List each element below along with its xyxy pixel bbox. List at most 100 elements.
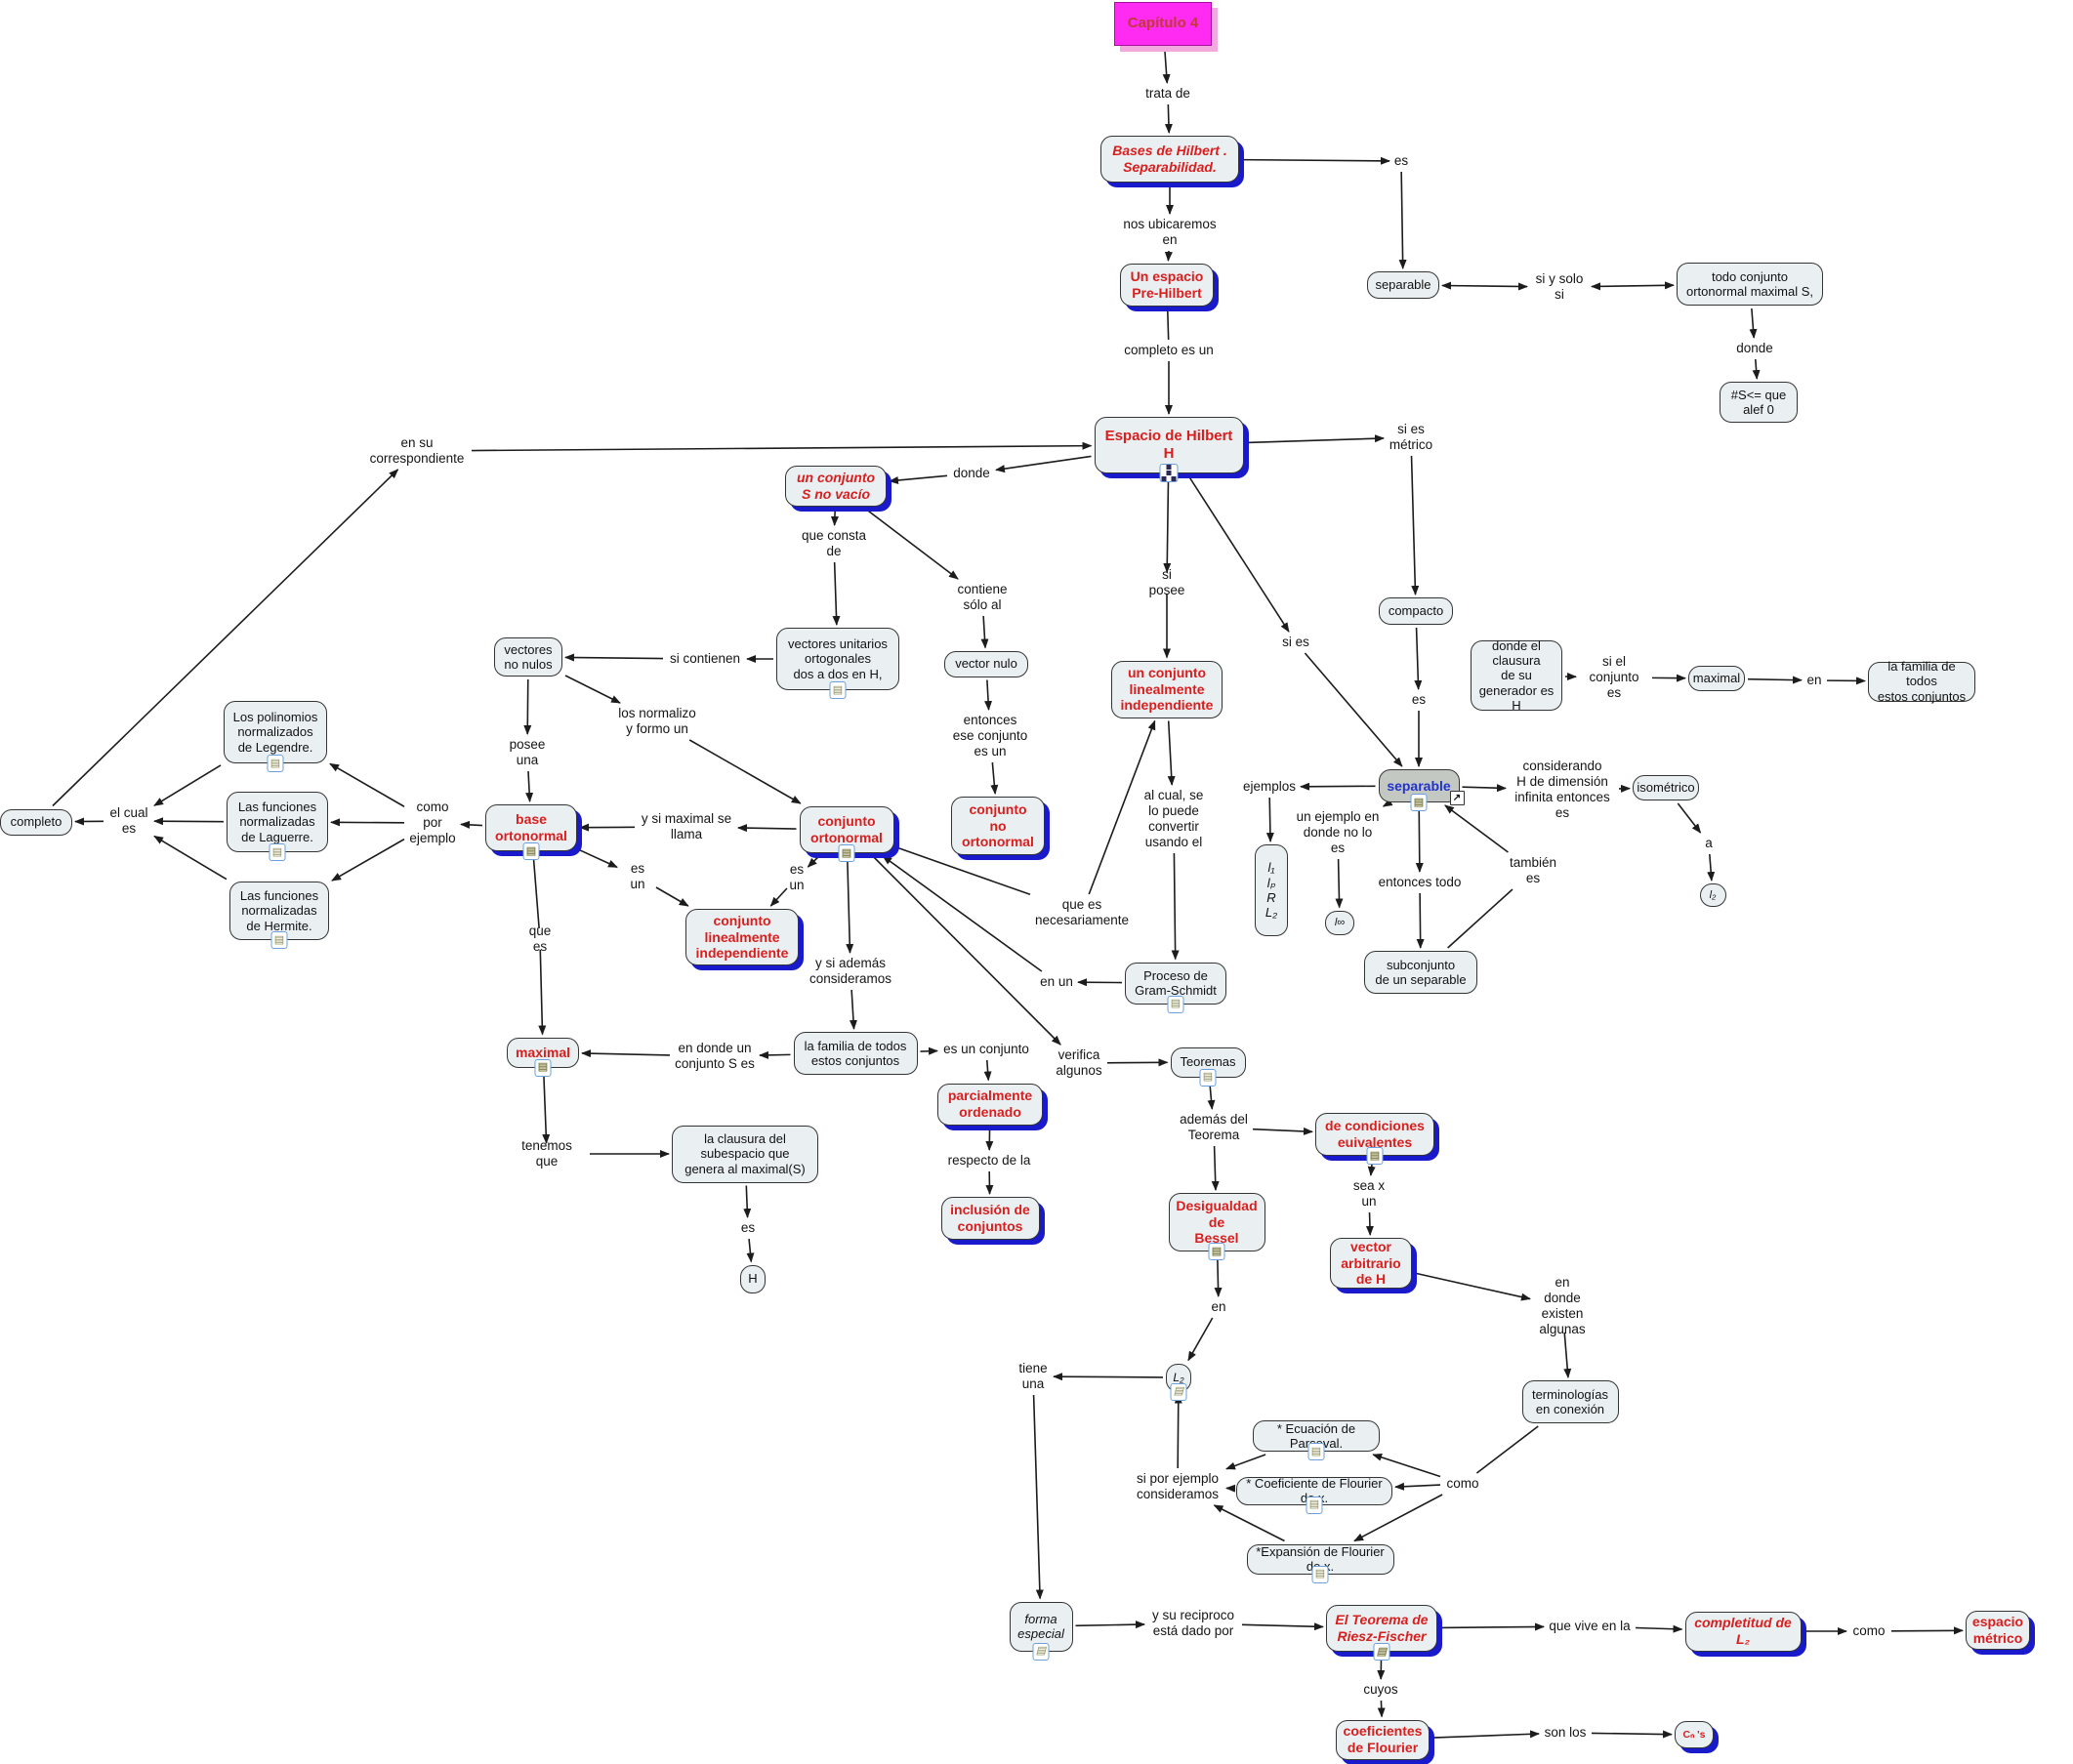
concept-node-completo[interactable]: completo xyxy=(0,808,72,836)
concept-node-conjunto-s[interactable]: un conjunto S no vacío xyxy=(785,466,887,507)
link-label-trata-de[interactable]: trata de xyxy=(1140,86,1196,102)
link-label-que-es[interactable]: que es xyxy=(518,923,561,954)
concept-node-proceso[interactable]: Proceso de Gram-Schmidt xyxy=(1125,962,1226,1013)
link-label-a-label[interactable]: a xyxy=(1702,836,1716,851)
resource-document-icon[interactable] xyxy=(1307,1443,1325,1460)
link-label-es1[interactable]: es xyxy=(1392,153,1410,169)
concept-node-compacto[interactable]: compacto xyxy=(1379,597,1453,625)
link-label-es2[interactable]: es xyxy=(1410,692,1428,708)
concept-node-pre-hilbert[interactable]: Un espacio Pre-Hilbert xyxy=(1120,264,1214,307)
link-label-si-el[interactable]: si el conjunto es xyxy=(1579,654,1649,700)
link-label-ejemplos[interactable]: ejemplos xyxy=(1241,779,1298,795)
link-label-ademas[interactable]: además del Teorema xyxy=(1178,1112,1250,1143)
link-label-como3[interactable]: como xyxy=(1849,1623,1888,1639)
link-label-nos-ub[interactable]: nos ubicaremos en xyxy=(1120,217,1220,248)
resource-document-icon[interactable] xyxy=(1373,1643,1390,1661)
concept-node-completitud[interactable]: completitud de L₂ xyxy=(1684,1611,1802,1652)
concept-node-condiciones[interactable]: de condiciones euivalentes xyxy=(1315,1113,1434,1165)
concept-node-conjunto-orto[interactable]: conjunto ortonormal xyxy=(799,806,894,862)
link-label-que-es-nec[interactable]: que es necesariamente xyxy=(1033,897,1131,928)
link-label-en-un[interactable]: en un xyxy=(1038,974,1075,990)
link-label-sea-x[interactable]: sea x un xyxy=(1349,1178,1389,1210)
link-label-si-por-ejemplo[interactable]: si por ejemplo consideramos xyxy=(1132,1471,1223,1502)
resource-document-icon[interactable] xyxy=(1032,1642,1050,1661)
resource-document-icon[interactable] xyxy=(829,681,847,699)
link-label-entonces-todo[interactable]: entonces todo xyxy=(1376,875,1464,890)
resource-document-icon[interactable] xyxy=(1366,1147,1384,1165)
resource-document-icon[interactable] xyxy=(267,755,284,772)
resource-document-icon[interactable] xyxy=(1311,1565,1329,1583)
link-label-si-es[interactable]: si es xyxy=(1280,635,1311,650)
link-label-como2[interactable]: como xyxy=(1443,1476,1482,1492)
concept-node-familia-right[interactable]: la familia de todos estos conjuntos xyxy=(1868,659,1975,704)
link-label-posee[interactable]: posee una xyxy=(507,737,548,768)
concept-node-l2-small[interactable]: l₂ xyxy=(1699,883,1726,907)
concept-node-h-node[interactable]: H xyxy=(740,1264,766,1293)
link-label-donde1[interactable]: donde xyxy=(1733,341,1776,356)
link-label-contiene[interactable]: contiene sólo al xyxy=(954,582,1011,613)
link-label-considerando[interactable]: considerando H de dimensión infinita ent… xyxy=(1509,759,1616,821)
resource-document-icon[interactable] xyxy=(522,842,540,860)
link-label-en-su-corr[interactable]: en su correspondiente xyxy=(365,435,469,467)
link-label-que-vive[interactable]: que vive en la xyxy=(1547,1619,1633,1634)
link-label-los-normalizo[interactable]: los normalizo y formo un xyxy=(614,706,700,737)
concept-node-coeficiente[interactable]: * Coeficiente de Flourier de x. xyxy=(1236,1476,1392,1514)
concept-node-separable-top[interactable]: separable xyxy=(1367,271,1439,299)
concept-node-isometrico[interactable]: isométrico xyxy=(1633,775,1699,800)
link-label-si-posee[interactable]: si posee xyxy=(1140,567,1193,597)
resource-document-icon[interactable] xyxy=(1208,1243,1225,1260)
concept-node-todo-conjunto[interactable]: todo conjunto ortonormal maximal S, xyxy=(1677,263,1823,306)
external-link-icon[interactable] xyxy=(1449,791,1465,805)
concept-node-coeficientes[interactable]: coeficientes de Flourier xyxy=(1336,1719,1430,1760)
concept-node-clausura-sub[interactable]: la clausura del subespacio que genera al… xyxy=(672,1125,818,1183)
concept-node-inclusion[interactable]: inclusión de conjuntos xyxy=(940,1197,1040,1240)
concept-node-familia-left[interactable]: la familia de todos estos conjuntos xyxy=(793,1032,918,1075)
link-label-en-donde-existen[interactable]: en donde existen algunas xyxy=(1533,1275,1592,1336)
link-label-y-su-reciproco[interactable]: y su reciproco está dado por xyxy=(1147,1608,1239,1639)
resource-document-icon[interactable] xyxy=(1199,1068,1217,1087)
link-label-en-donde-un[interactable]: en donde un conjunto S es xyxy=(673,1041,757,1072)
concept-node-bases[interactable]: Bases de Hilbert . Separabilidad. xyxy=(1100,136,1239,183)
link-label-tiene-una[interactable]: tiene una xyxy=(1016,1361,1051,1392)
concept-node-cns[interactable]: Cₙ 's xyxy=(1675,1721,1714,1748)
link-label-ysimaximal[interactable]: y si maximal se llama xyxy=(638,811,735,842)
concept-node-subconjunto[interactable]: subconjunto de un separable xyxy=(1364,951,1477,994)
concept-node-capitulo4[interactable]: Capítulo 4 xyxy=(1114,1,1212,46)
resource-document-icon[interactable] xyxy=(1410,794,1428,811)
concept-node-L2-node[interactable]: L₂ xyxy=(1166,1363,1191,1401)
concept-node-conjunto-no-orto[interactable]: conjunto no ortonormal xyxy=(951,797,1045,855)
link-label-son-los[interactable]: son los xyxy=(1542,1725,1589,1741)
resource-document-icon[interactable] xyxy=(1170,1382,1187,1401)
link-label-el-cual[interactable]: el cual es xyxy=(106,805,151,837)
link-label-tenemos[interactable]: tenemos que xyxy=(507,1138,587,1169)
link-label-entonces-ese[interactable]: entonces ese conjunto es un xyxy=(950,713,1030,759)
link-label-y-si-ademas[interactable]: y si además consideramos xyxy=(808,956,893,987)
link-label-si-es-metrico[interactable]: si es métrico xyxy=(1387,422,1435,453)
link-label-tambien[interactable]: también es xyxy=(1507,855,1559,886)
resource-document-icon[interactable] xyxy=(270,931,288,949)
submap-icon[interactable] xyxy=(1159,464,1179,482)
concept-node-l1lpRL2[interactable]: l₁ lₚ R L₂ xyxy=(1255,844,1288,936)
link-label-es-un-2[interactable]: es un xyxy=(779,862,814,892)
concept-node-parseval[interactable]: * Ecuación de Parseval. xyxy=(1253,1420,1380,1460)
concept-node-un-conj-li[interactable]: un conjunto linealmente independiente xyxy=(1111,660,1223,718)
concept-node-terminologias[interactable]: terminologías en conexión xyxy=(1521,1380,1619,1423)
resource-document-icon[interactable] xyxy=(1167,995,1184,1013)
resource-document-icon[interactable] xyxy=(269,843,286,861)
link-label-completo-es-un[interactable]: completo es un xyxy=(1121,343,1217,358)
concept-node-espacio-hilbert[interactable]: Espacio de Hilbert H xyxy=(1094,417,1244,482)
concept-node-riesz[interactable]: El Teorema de Riesz-Fischer xyxy=(1326,1605,1437,1661)
concept-node-base-orto[interactable]: base ortonormal xyxy=(485,804,577,860)
concept-node-parcialmente[interactable]: parcialmente ordenado xyxy=(937,1083,1043,1126)
link-label-en-bessel[interactable]: en xyxy=(1209,1299,1228,1315)
concept-node-bessel[interactable]: Desigualdad de Bessel xyxy=(1168,1193,1265,1260)
concept-node-conj-li[interactable]: conjunto linealmente independiente xyxy=(685,909,799,965)
concept-node-vectores-no-nulos[interactable]: vectores no nulos xyxy=(494,637,562,677)
link-label-respecto[interactable]: respecto de la xyxy=(945,1153,1033,1169)
resource-document-icon[interactable] xyxy=(1306,1496,1323,1514)
concept-node-vectores-unitarios[interactable]: vectores unitarios ortogonales dos a dos… xyxy=(776,628,899,699)
concept-node-vector-nulo[interactable]: vector nulo xyxy=(944,650,1028,677)
link-label-cuyos[interactable]: cuyos xyxy=(1361,1682,1400,1698)
link-label-siysolo[interactable]: si y solo si xyxy=(1530,271,1589,303)
concept-node-maximal-left[interactable]: maximal xyxy=(507,1037,579,1077)
